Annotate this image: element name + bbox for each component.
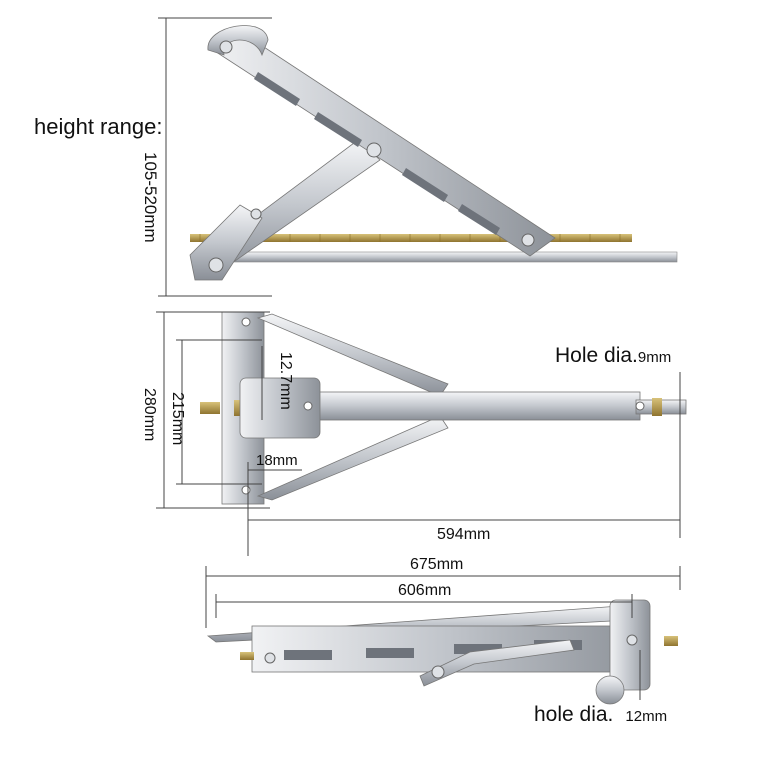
width-280-label: 280mm — [141, 388, 158, 442]
height-range-label: height range: — [34, 114, 163, 139]
dim-12-7-label: 12.7mm — [277, 352, 294, 410]
hole-dia-value-bottom: 12mm — [625, 708, 668, 725]
folded-jack-view — [206, 599, 678, 705]
hole-dia-label-bottom: hole dia. — [534, 703, 614, 726]
dim-18-label: 18mm — [256, 452, 298, 469]
length-675-label: 675mm — [410, 556, 464, 573]
threaded-rod — [190, 234, 632, 242]
hole-dia-label-top: Hole dia. — [555, 344, 638, 367]
raised-jack-view — [189, 25, 678, 281]
foot-bracket — [189, 204, 263, 281]
length-606-label: 606mm — [398, 582, 452, 599]
screw-housing — [315, 391, 641, 421]
hole-dia-value-top: 9mm — [637, 349, 672, 366]
height-dimension — [158, 17, 272, 297]
height-range-value: 105-520mm — [141, 152, 160, 243]
hole-diameter-bottom: hole dia. 12mm — [534, 703, 667, 727]
length-594-label: 594mm — [437, 526, 491, 543]
width-215-label: 215mm — [169, 392, 186, 446]
top-down-view — [200, 311, 687, 505]
brass-nut — [200, 402, 220, 414]
width-dimensions — [156, 311, 681, 556]
hole-diameter-top: Hole dia.9mm — [555, 344, 671, 368]
center-block — [239, 377, 321, 439]
length-dimensions — [205, 566, 681, 700]
